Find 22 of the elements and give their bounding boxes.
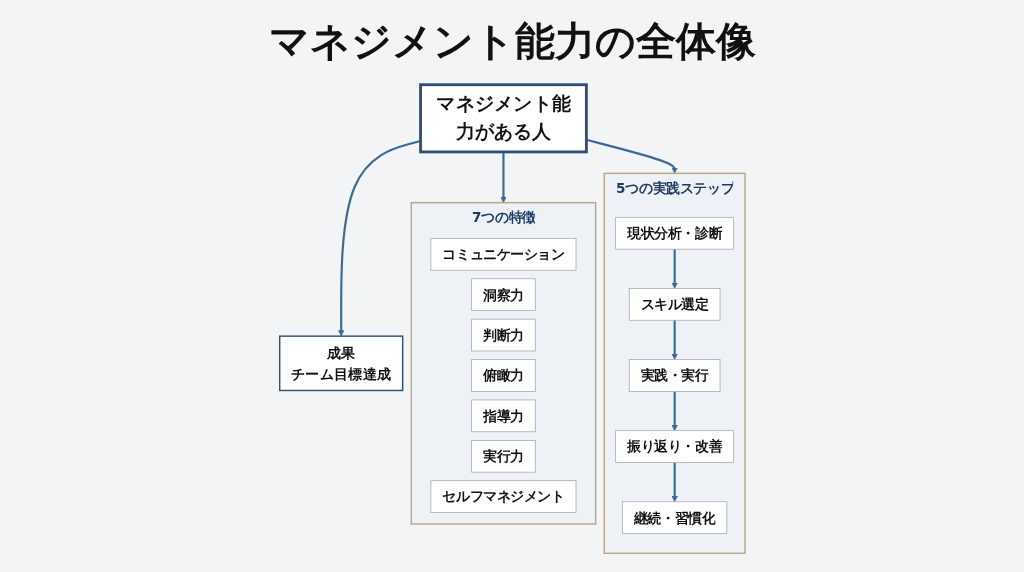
node-box: 実行力 [470,440,536,473]
arrow [671,462,678,503]
node-box: スキル選定 [628,288,720,321]
arrow [499,151,507,203]
node-box: マネジメント能力がある人 [418,83,588,154]
arrow [671,391,678,431]
title: マネジメント能力の全体像 [267,17,757,66]
node-box: セルフマネジメント [430,480,576,513]
node-box: 継続・習慣化 [621,501,727,534]
node-box: 現状分析・診断 [614,216,734,250]
arrow [671,320,678,360]
node-box: 振り返り・改善 [614,430,734,463]
node-box: 実践・実行 [628,359,720,392]
node-box: 指導力 [470,399,536,433]
node-box: コミュニケーション [430,238,576,271]
node-box: 判断力 [470,318,536,352]
arrow [585,138,678,174]
arrow [337,139,421,337]
node-box: 洞察力 [470,278,536,311]
node-box: 成果 チーム目標達成 [278,335,403,392]
arrow [671,249,678,289]
node-box: 俯瞰力 [470,359,536,392]
